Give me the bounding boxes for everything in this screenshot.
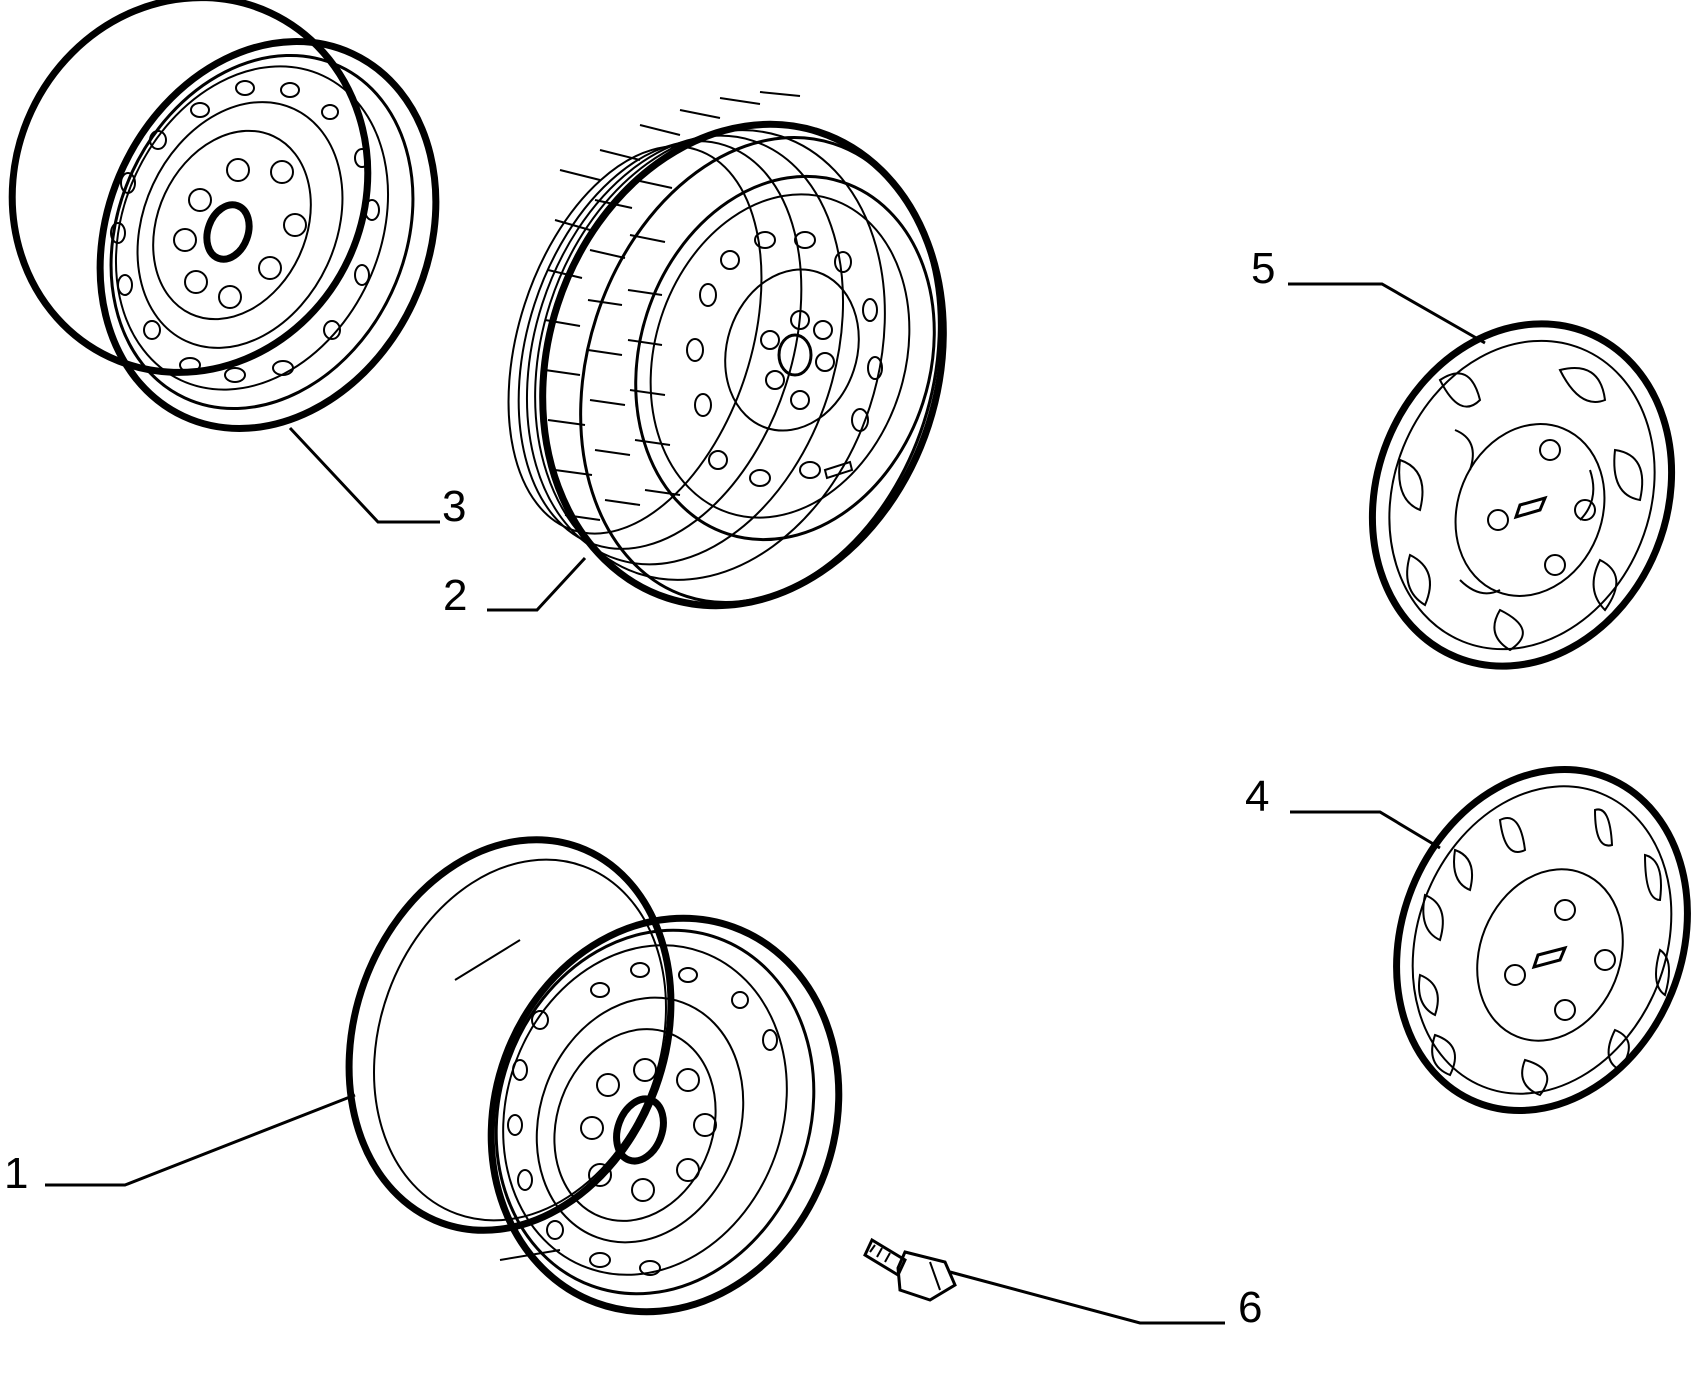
leader-line-2 [487,556,587,612]
callout-3: 3 [442,482,466,531]
leader-line-5 [1288,282,1486,345]
part-3-steel-rim [8,0,440,432]
callout-6: 6 [1238,1283,1262,1332]
part-1-steel-rim [345,836,843,1316]
part-6-wheel-bolt [863,1237,957,1302]
callout-2: 2 [443,571,467,620]
leader-line-6 [949,1270,1225,1325]
part-2-tyre-wheel [507,91,947,610]
leader-line-3 [288,426,440,524]
leader-lines [45,282,1486,1325]
callout-4: 4 [1245,772,1269,821]
part-4-hubcap [1393,765,1691,1115]
part-5-hubcap [1368,320,1676,670]
leader-line-4 [1290,810,1441,850]
callout-1: 1 [4,1149,28,1198]
leader-line-1 [45,1093,356,1187]
callout-5: 5 [1251,244,1275,293]
